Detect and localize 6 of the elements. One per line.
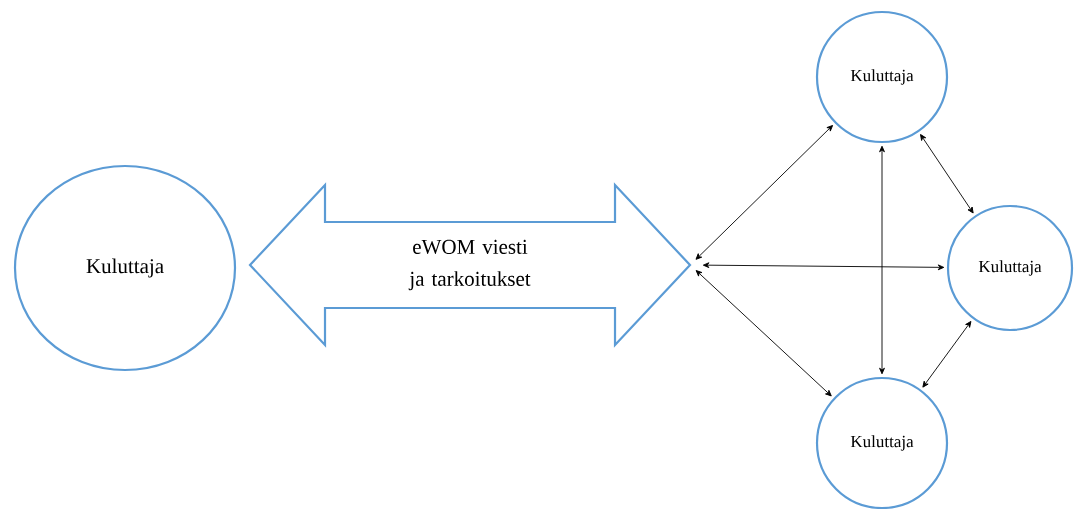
arrow (879, 145, 885, 375)
arrow (922, 321, 972, 388)
arrow (920, 134, 974, 214)
arrow (695, 125, 834, 260)
arrow (702, 262, 945, 271)
arrow (695, 270, 832, 397)
